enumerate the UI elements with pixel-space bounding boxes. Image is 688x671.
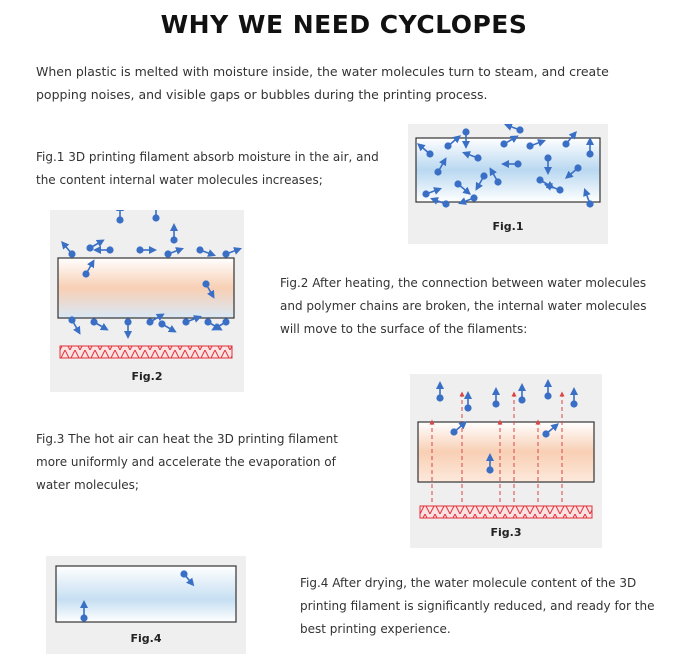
fig4-svg xyxy=(55,565,237,623)
molecule-arrow xyxy=(475,175,485,191)
molecule-arrow xyxy=(503,135,519,145)
fig1-svg xyxy=(415,124,601,208)
water-molecules xyxy=(80,570,195,622)
molecule-arrow xyxy=(453,421,468,433)
intro-paragraph: When plastic is melted with moisture ins… xyxy=(36,64,609,102)
molecule-arrow xyxy=(458,197,475,205)
molecule-arrow xyxy=(504,124,521,131)
molecule-arrow xyxy=(564,167,579,179)
molecule-arrow xyxy=(225,247,242,255)
molecule-arrow xyxy=(71,319,81,335)
fig3-svg xyxy=(417,379,595,519)
molecule-arrow xyxy=(211,321,227,331)
molecule-arrow xyxy=(447,135,462,147)
water-molecules xyxy=(61,210,242,339)
molecule-arrow xyxy=(149,313,165,323)
molecule-arrow xyxy=(185,315,202,323)
fig1-illustration: Fig.1 xyxy=(408,124,608,244)
water-molecules xyxy=(416,124,594,208)
molecule-arrow xyxy=(462,151,479,159)
molecule-arrow xyxy=(425,187,442,195)
molecule-arrow xyxy=(205,283,215,299)
molecule-arrow xyxy=(416,143,431,155)
fig2-illustration: Fig.2 xyxy=(50,210,244,392)
molecule-arrow xyxy=(489,167,499,183)
fig2-caption: Fig.2 After heating, the connection betw… xyxy=(280,276,647,336)
molecule-arrow xyxy=(545,423,560,435)
molecule-arrow xyxy=(529,139,546,147)
molecule-arrow xyxy=(583,188,591,205)
fig4-illustration: Fig.4 xyxy=(46,556,246,654)
molecule-arrow xyxy=(199,249,216,257)
water-molecules xyxy=(436,379,578,474)
water-molecule xyxy=(516,126,524,134)
molecule-arrow xyxy=(93,321,109,331)
fig4-label: Fig.4 xyxy=(130,632,162,645)
molecule-arrow xyxy=(544,183,561,191)
molecule-arrow xyxy=(437,157,447,173)
molecule-arrow xyxy=(430,197,447,205)
molecule-arrow xyxy=(457,183,472,195)
molecule-arrow xyxy=(167,247,184,255)
molecule-arrow xyxy=(85,259,95,275)
page-title: WHY WE NEED CYCLOPES xyxy=(160,10,528,39)
fig1-caption: Fig.1 3D printing filament absorb moistu… xyxy=(36,150,379,187)
fig1-label: Fig.1 xyxy=(492,220,524,233)
fig3-illustration: Fig.3 xyxy=(410,374,602,548)
fig2-svg xyxy=(57,210,242,359)
hot-air-streams xyxy=(429,391,565,502)
fig2-label: Fig.2 xyxy=(131,370,163,383)
molecule-arrow xyxy=(161,323,177,333)
molecule-arrow xyxy=(183,573,195,587)
molecule-arrow xyxy=(61,240,73,255)
fig4-caption: Fig.4 After drying, the water molecule c… xyxy=(300,576,655,636)
molecule-arrow xyxy=(89,239,105,249)
fig3-caption: Fig.3 The hot air can heat the 3D printi… xyxy=(36,432,338,492)
molecule-arrow xyxy=(565,130,577,145)
water-molecule xyxy=(106,246,114,254)
fig3-label: Fig.3 xyxy=(490,526,522,539)
